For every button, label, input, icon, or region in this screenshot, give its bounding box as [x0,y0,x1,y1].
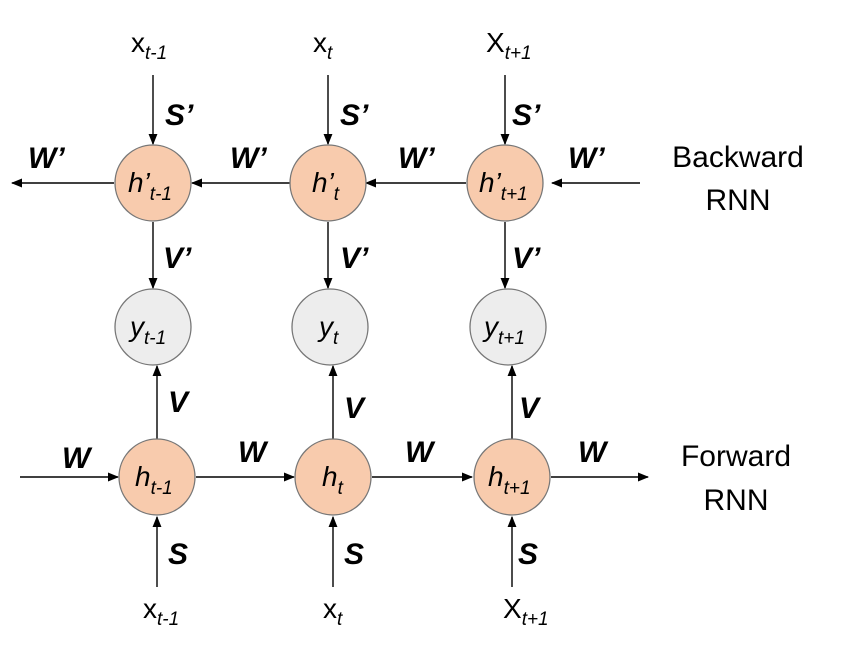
weight-label-v-1: V [344,392,367,425]
backward-node-label-1: h’t [312,167,340,205]
backward-node-1 [289,144,367,222]
output-node-1 [291,288,369,366]
weight-label-w-prime-1: W’ [230,142,267,175]
weight-label-s-0: S [168,538,188,571]
bottom-input-label-2: Xt+1 [503,593,549,630]
forward-node-0 [118,438,196,516]
forward-rnn-label-line1: Forward [681,440,791,473]
backward-node-label-0: h’t-1 [128,167,172,205]
weight-label-w-prime-0: W’ [28,142,65,175]
weight-label-w-3: W [578,436,609,469]
output-node-label-2: yt+1 [482,311,525,349]
weight-label-s-prime-2: S’ [512,99,541,132]
weight-label-w-prime-2: W’ [398,142,435,175]
forward-node-label-2: ht+1 [488,461,531,499]
weight-label-w-2: W [405,436,436,469]
weight-label-v-2: V [519,392,542,425]
top-input-label-1: xt [313,27,333,64]
weight-label-w-1: W [238,436,269,469]
weight-label-v-0: V [168,386,191,419]
top-input-label-0: xt-1 [131,27,167,64]
forward-node-2 [473,438,551,516]
forward-node-label-1: ht [322,461,344,499]
backward-node-0 [114,144,192,222]
output-node-label-1: yt [317,311,339,349]
weight-label-v-prime-1: V’ [340,242,369,275]
weight-label-s-prime-0: S’ [165,99,194,132]
bottom-input-label-0: xt-1 [143,593,179,630]
weight-label-s-1: S [344,538,364,571]
output-node-0 [114,288,192,366]
backward-rnn-label-line1: Backward [672,141,804,174]
output-node-2 [469,288,547,366]
forward-node-1 [294,438,372,516]
weight-label-s-prime-1: S’ [340,99,369,132]
backward-node-2 [466,144,544,222]
weight-label-v-prime-2: V’ [512,242,541,275]
weight-label-s-2: S [518,538,538,571]
bottom-input-label-1: xt [323,593,343,630]
backward-rnn-label-line2: RNN [706,184,771,217]
weight-label-v-prime-0: V’ [163,242,192,275]
weight-label-w-0: W [62,442,93,475]
backward-node-label-2: h’t+1 [479,167,528,205]
forward-node-label-0: ht-1 [135,461,173,499]
weight-label-w-prime-3: W’ [568,142,605,175]
top-input-label-2: Xt+1 [486,27,532,64]
output-node-label-0: yt-1 [128,311,166,349]
forward-rnn-label-line2: RNN [704,484,769,517]
